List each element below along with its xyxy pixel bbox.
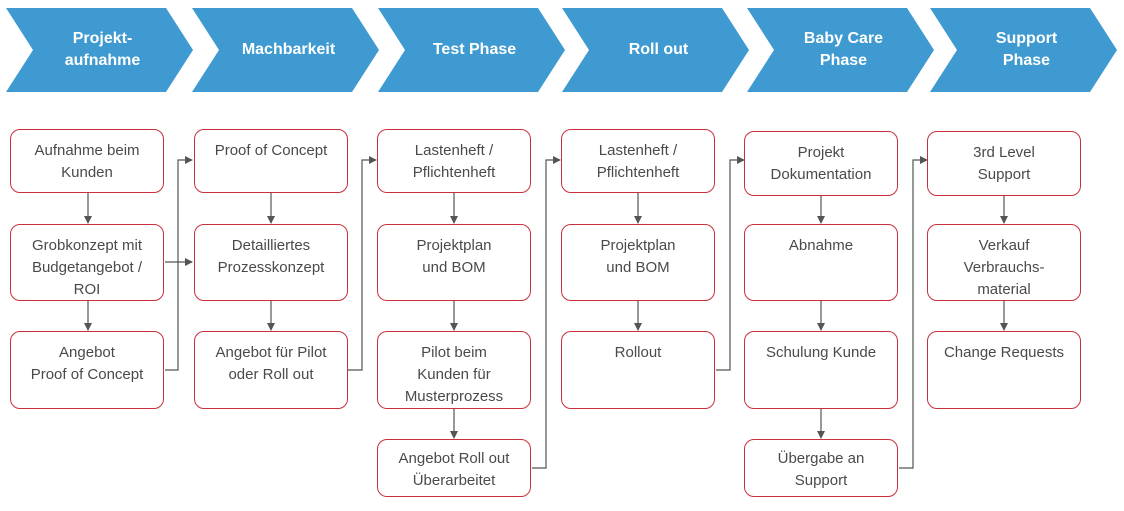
step-projekt-dokumentation: Projekt Dokumentation <box>744 131 898 196</box>
step-label: Projektplan und BOM <box>600 237 676 276</box>
step-abnahme: Abnahme <box>744 224 898 301</box>
step-label: Angebot Proof of Concept <box>30 344 144 383</box>
step-label: Detailliertes Prozesskonzept <box>217 237 325 276</box>
step-lastenheft-test: Lastenheft / Pflichtenheft <box>377 129 531 193</box>
step-label: Schulung Kunde <box>765 344 877 361</box>
arrow-col4-to-col5 <box>716 156 745 371</box>
step-projektplan-test: Projektplan und BOM <box>377 224 531 301</box>
step-grobkonzept: Grobkonzept mit Budgetangebot / ROI <box>10 224 164 301</box>
phase-label: Projekt- aufnahme <box>64 30 141 69</box>
step-3rd-level-support: 3rd Level Support <box>927 131 1081 196</box>
phase-chevron-test: Test Phase <box>378 8 565 92</box>
arrow-col2-to-col3 <box>348 156 377 371</box>
step-label: Lastenheft / Pflichtenheft <box>596 142 680 181</box>
step-change-requests: Change Requests <box>927 331 1081 409</box>
step-label: Projektplan und BOM <box>416 237 492 276</box>
step-label: Proof of Concept <box>214 142 328 159</box>
step-label: 3rd Level Support <box>973 144 1035 183</box>
step-label: Rollout <box>614 344 662 361</box>
phase-label: Support Phase <box>995 30 1058 69</box>
step-angebot-poc: Angebot Proof of Concept <box>10 331 164 409</box>
step-lastenheft-rollout: Lastenheft / Pflichtenheft <box>561 129 715 193</box>
step-schulung-kunde: Schulung Kunde <box>744 331 898 409</box>
step-label: Lastenheft / Pflichtenheft <box>412 142 496 181</box>
step-label: Change Requests <box>943 344 1065 361</box>
step-projektplan-rollout: Projektplan und BOM <box>561 224 715 301</box>
step-label: Pilot beim Kunden für Musterprozess <box>404 344 504 405</box>
step-label: Verkauf Verbrauchs- material <box>963 237 1045 298</box>
step-label: Aufnahme beim Kunden <box>34 142 140 181</box>
step-angebot-pilot: Angebot für Pilot oder Roll out <box>194 331 348 409</box>
phase-chevron-support: Support Phase <box>930 8 1117 92</box>
phase-label: Test Phase <box>432 41 517 58</box>
step-uebergabe-support: Übergabe an Support <box>744 439 898 497</box>
step-prozesskonzept: Detailliertes Prozesskonzept <box>194 224 348 301</box>
phase-label: Machbarkeit <box>241 41 336 58</box>
step-label: Übergabe an Support <box>777 450 865 489</box>
step-proof-of-concept: Proof of Concept <box>194 129 348 193</box>
phase-label: Roll out <box>628 41 689 58</box>
step-verkauf-verbrauchsmaterial: Verkauf Verbrauchs- material <box>927 224 1081 301</box>
arrow-col5-to-col6 <box>899 156 928 469</box>
step-aufnahme-beim-kunden: Aufnahme beim Kunden <box>10 129 164 193</box>
phase-chevron-rollout: Roll out <box>562 8 749 92</box>
step-label: Angebot für Pilot oder Roll out <box>215 344 327 383</box>
step-angebot-rollout: Angebot Roll out Überarbeitet <box>377 439 531 497</box>
step-pilot-beim-kunden: Pilot beim Kunden für Musterprozess <box>377 331 531 409</box>
step-label: Grobkonzept mit Budgetangebot / ROI <box>31 237 143 298</box>
phase-label: Baby Care Phase <box>803 30 884 69</box>
step-label: Abnahme <box>788 237 854 254</box>
phase-chevron-machbarkeit: Machbarkeit <box>192 8 379 92</box>
step-rollout: Rollout <box>561 331 715 409</box>
arrow-col3-to-col4 <box>532 156 561 469</box>
step-label: Angebot Roll out Überarbeitet <box>398 450 510 489</box>
step-label: Projekt Dokumentation <box>770 144 872 183</box>
phase-chevron-projektaufnahme: Projekt- aufnahme <box>6 8 193 92</box>
arrow-col1-feedback <box>165 156 193 371</box>
phase-chevron-babycare: Baby Care Phase <box>747 8 934 92</box>
